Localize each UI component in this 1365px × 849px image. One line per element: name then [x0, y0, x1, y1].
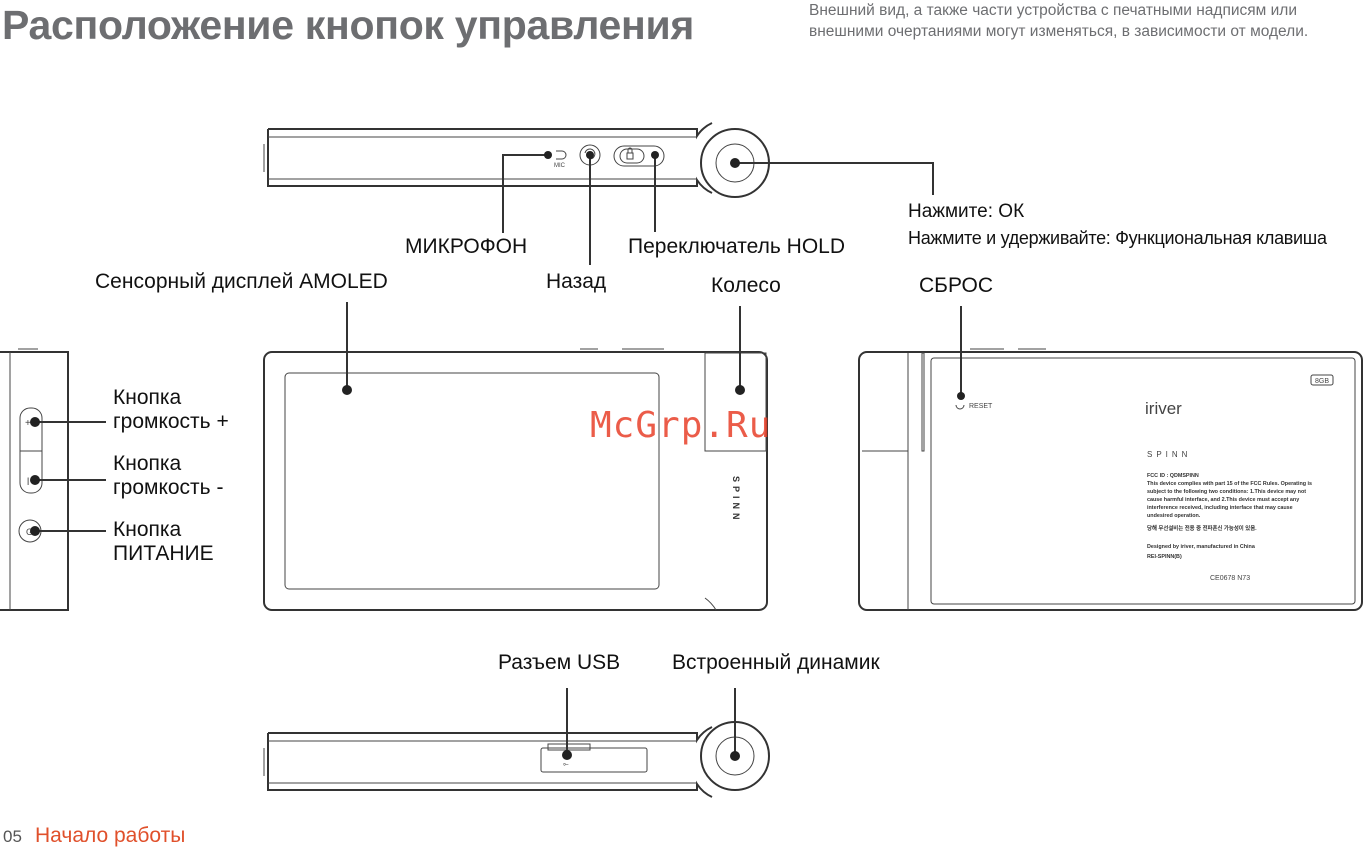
callout-press-hold: Нажмите и удерживайте: Функциональная кл…: [908, 228, 1327, 248]
callout-volume-up-line-1: Кнопка: [113, 386, 182, 409]
callout-power-line-2: ПИТАНИЕ: [113, 542, 214, 565]
leader-dots: [30, 151, 965, 761]
callout-volume-up: Кнопка громкость +: [113, 386, 229, 434]
callout-hold-switch: Переключатель HOLD: [628, 235, 845, 258]
callout-reset: СБРОС: [919, 274, 993, 297]
designed-by: Designed by iriver, manufactured in Chin…: [1147, 544, 1256, 550]
back-model: SPINN: [1147, 450, 1191, 459]
page-title: Расположение кнопок управления: [2, 2, 695, 48]
fcc-id: FCC ID : QDMSPINN: [1147, 473, 1199, 479]
callout-usb: Разъем USB: [498, 651, 621, 674]
callout-power-line-1: Кнопка: [113, 518, 182, 541]
leader-lines: [35, 154, 962, 756]
callout-wheel: Колесо: [711, 274, 781, 297]
callout-volume-down: Кнопка громкость -: [113, 452, 223, 500]
svg-text:+: +: [25, 418, 31, 429]
device-bottom-view: ⟜: [263, 721, 770, 798]
callout-volume-down-line-2: громкость -: [113, 476, 224, 499]
svg-text:l: l: [27, 477, 29, 488]
korean-note: 당해 무선설비는 전용 중 전파혼신 가능성이 있음.: [1147, 524, 1257, 532]
compliance-line-4: interference received, including interfa…: [1147, 505, 1293, 511]
device-front-view: [263, 348, 768, 611]
back-brand: iriver: [1145, 399, 1182, 418]
mic-label: MIC: [554, 163, 566, 169]
disclaimer-line-2: внешними очертаниями могут изменяться, в…: [809, 23, 1309, 40]
cert-marks: CE0678 N73: [1210, 575, 1250, 582]
compliance-line-3: cause harmful interface, and 2.This devi…: [1147, 497, 1299, 503]
callout-press-ok: Нажмите: ОК: [908, 201, 1025, 222]
callout-back: Назад: [546, 270, 607, 293]
page-number: 05: [3, 827, 22, 846]
reset-label: RESET: [969, 403, 993, 410]
callout-power: Кнопка ПИТАНИЕ: [113, 518, 214, 566]
svg-text:G: G: [26, 527, 33, 537]
callout-volume-up-line-2: громкость +: [113, 410, 229, 433]
callout-volume-down-line-1: Кнопка: [113, 452, 182, 475]
callout-display: Сенсорный дисплей AMOLED: [95, 270, 388, 293]
disclaimer: Внешний вид, а также части устройства с …: [809, 0, 1308, 42]
compliance-line-5: undesired operation.: [1147, 513, 1201, 519]
section-title: Начало работы: [35, 824, 186, 847]
disclaimer-line-1: Внешний вид, а также части устройства с …: [809, 2, 1297, 19]
model-code: REI-SPINN(B): [1147, 554, 1182, 560]
device-back-view: [858, 348, 1363, 611]
callout-speaker: Встроенный динамик: [672, 651, 880, 674]
capacity-label: 8GB: [1315, 378, 1329, 385]
compliance-line-1: This device complies with part 15 of the…: [1147, 481, 1312, 487]
compliance-line-2: subject to the following two conditions:…: [1147, 489, 1306, 495]
callout-microphone: МИКРОФОН: [405, 235, 528, 258]
front-brand: SPINN: [731, 476, 741, 524]
svg-text:⟜: ⟜: [563, 761, 569, 768]
watermark: McGrp.Ru: [590, 405, 772, 446]
device-top-view: [263, 122, 770, 198]
